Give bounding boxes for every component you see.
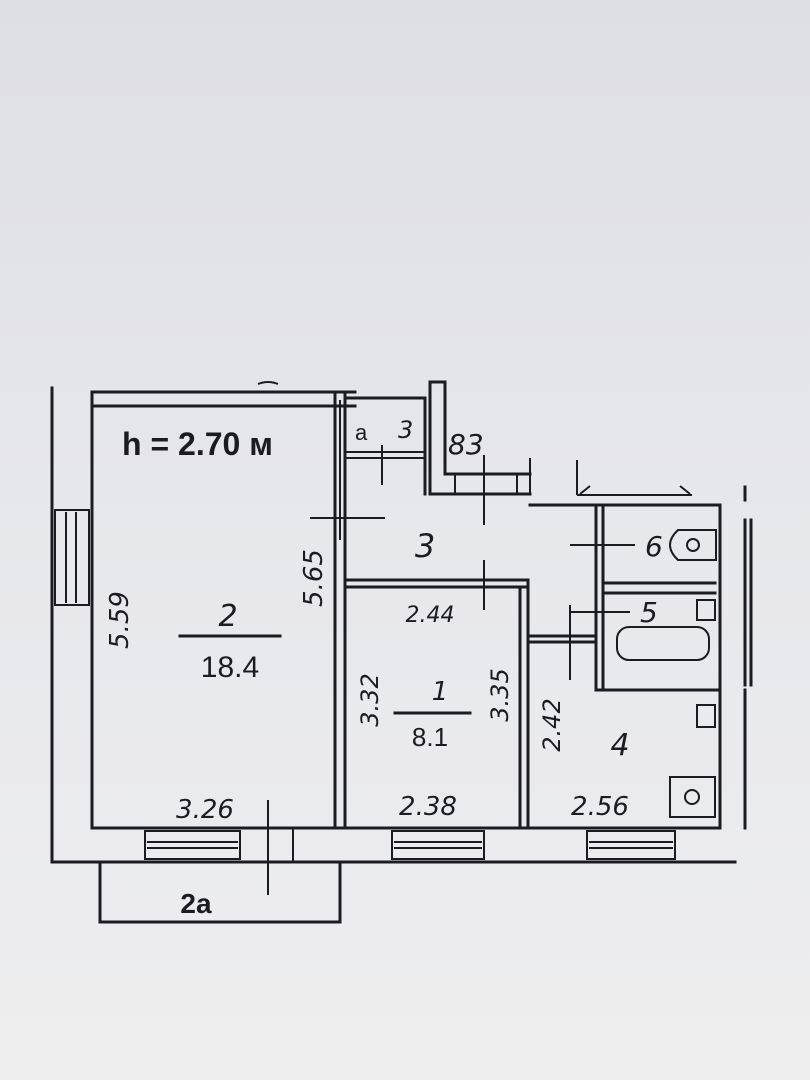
room2-area: 18.4	[201, 651, 259, 684]
room1-area: 8.1	[412, 722, 448, 752]
hall-number: 3	[415, 527, 435, 565]
room2-length-left: 5.59	[105, 591, 135, 649]
room2-length-right: 5.65	[299, 549, 329, 607]
window-left	[54, 509, 90, 606]
kitchen-sink-icon	[696, 704, 716, 728]
room1-length-right: 3.35	[486, 668, 514, 721]
window-room2	[144, 830, 241, 860]
kitchen-number: 4	[610, 728, 629, 763]
room1-width-bottom: 2.38	[399, 792, 457, 822]
room2-width: 3.26	[176, 795, 234, 825]
wc-number: 6	[645, 530, 663, 563]
entry-label: 83	[448, 428, 484, 461]
stove-icon	[669, 776, 716, 818]
room1-length-left: 3.32	[356, 673, 384, 726]
closet-label-a: a	[355, 420, 368, 445]
room1-width-top: 2.44	[406, 603, 455, 628]
room1-number: 1	[432, 677, 449, 707]
room2-number: 2	[218, 599, 237, 634]
kitchen-length: 2.42	[538, 698, 566, 751]
bath-number: 5	[640, 596, 658, 629]
walls	[50, 380, 753, 924]
closet-label-number: 3	[398, 416, 413, 444]
ceiling-height: h = 2.70 м	[122, 426, 273, 462]
labels: h = 2.70 м 2 18.4 5.59 5.65 3.26 2a a 3 …	[105, 416, 663, 919]
toilet-icon	[669, 529, 717, 561]
bathtub-icon	[616, 626, 710, 661]
balcony-outline	[98, 860, 342, 924]
kitchen-width: 2.56	[571, 792, 629, 822]
balcony-label: 2a	[180, 888, 212, 919]
sink-icon	[696, 599, 716, 621]
window-kitchen	[586, 830, 676, 860]
window-room1	[391, 830, 485, 860]
